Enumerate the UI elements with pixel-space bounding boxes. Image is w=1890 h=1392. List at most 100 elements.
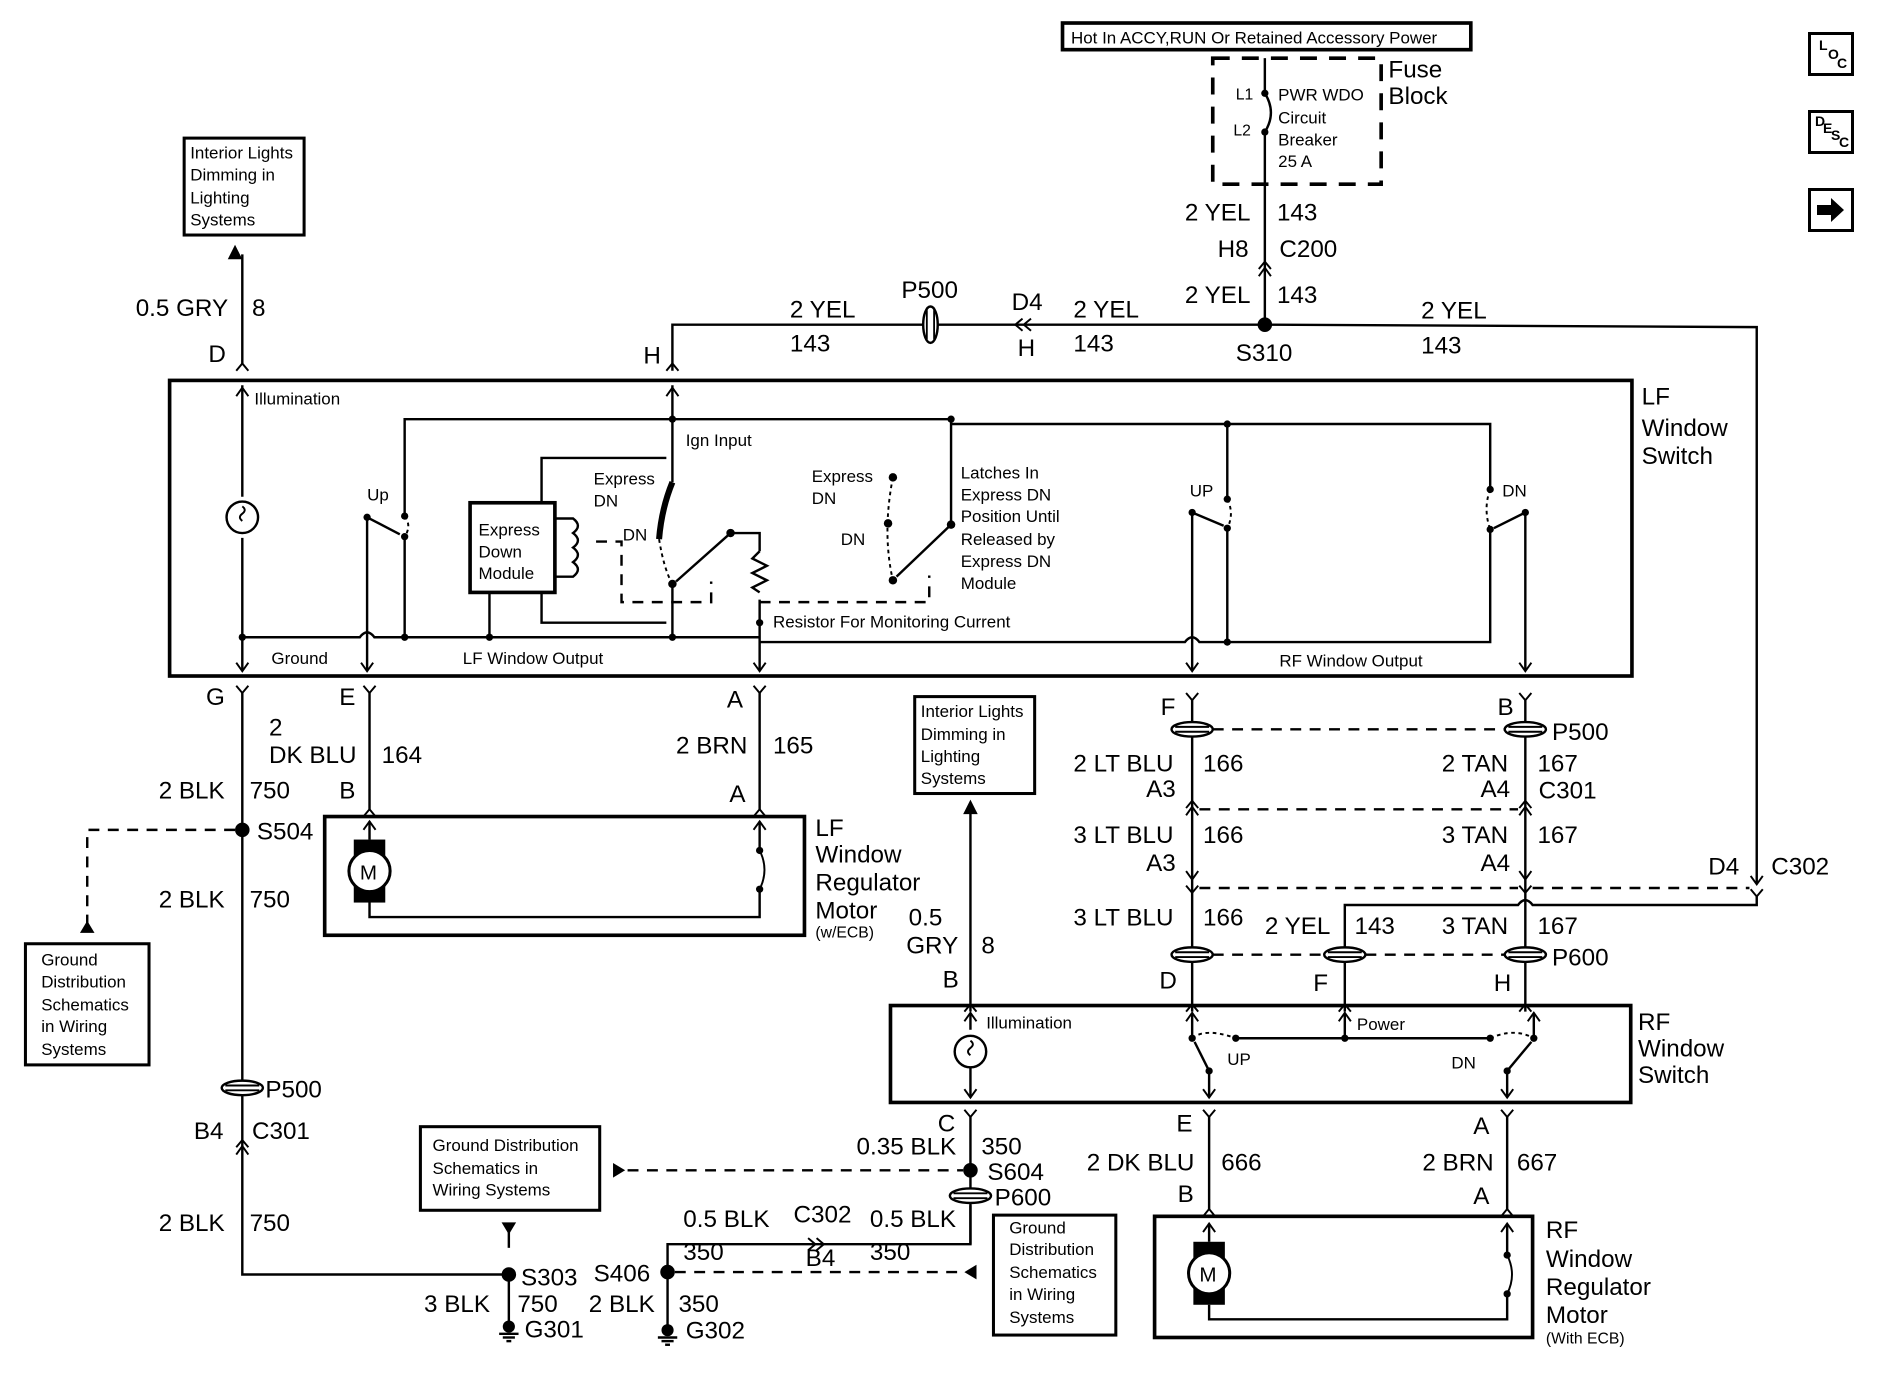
rf-f-pin1: A3 <box>1146 776 1176 803</box>
lf-gnd-circuit-low: 750 <box>250 1210 290 1237</box>
rf-motor-icon <box>1187 1251 1232 1296</box>
rf-pin-a: A <box>1473 1113 1490 1140</box>
bus-mid-wire: 2 YEL <box>1073 296 1139 323</box>
lf-a-pin-bottom: A <box>729 781 746 808</box>
splice-s406 <box>660 1264 675 1280</box>
s303-circuit: 750 <box>517 1291 557 1318</box>
bus-right-wire: 2 YEL <box>1421 298 1487 325</box>
rf-power-label: Power <box>1357 1015 1405 1034</box>
breaker-label-3: Breaker <box>1278 130 1338 149</box>
lf-a-wire: 2 BRN <box>676 733 747 760</box>
rf-f-circuit-3: 166 <box>1203 905 1243 932</box>
rf-motor-subtitle: (With ECB) <box>1546 1331 1625 1348</box>
rf-dn-switch-label: DN <box>1451 1054 1476 1073</box>
latch-note-5: Express DN <box>961 552 1051 571</box>
breaker-pin-l1: L1 <box>1236 86 1254 103</box>
feed-connector: C200 <box>1279 236 1337 263</box>
rf-b-circuit-1: 167 <box>1537 751 1577 778</box>
gnd-ref-left-3: Schematics <box>41 995 129 1014</box>
ref-mid-1: Interior Lights <box>921 702 1024 721</box>
rf-harness: P500 2 LT BLU A3 166 2 TAN A4 167 C301 3… <box>1073 700 1829 1013</box>
ground-ref-right[interactable]: Ground Distribution Schematics in Wiring… <box>991 1213 1118 1337</box>
bus-left-pin: H <box>643 342 661 369</box>
fuse-block-label-2: Block <box>1388 83 1448 110</box>
jumper-right-circuit: 350 <box>870 1239 910 1266</box>
lf-switch-title-2: Window <box>1642 415 1729 442</box>
rf-inline-top: P500 <box>1552 719 1609 746</box>
bus-left-circuit: 143 <box>790 330 830 357</box>
rf-f-circuit-1: 166 <box>1203 751 1243 778</box>
ref-mid-wire-color: GRY <box>906 932 958 959</box>
ground-ref-left[interactable]: Ground Distribution Schematics in Wiring… <box>23 942 151 1067</box>
ground-points: S303 3 BLK 750 G301 S406 2 BLK 350 G302 <box>424 1261 745 1346</box>
dn-label-1: DN <box>623 525 648 544</box>
rf-lamp-icon <box>953 1034 988 1069</box>
breaker-label-1: PWR WDO <box>1278 86 1364 105</box>
next-page-button[interactable] <box>1808 188 1854 232</box>
bus-mid-pin-top: D4 <box>1012 289 1043 316</box>
rf-b-pin1: A4 <box>1481 776 1511 803</box>
rf-f-wire3: 3 LT BLU <box>1073 905 1173 932</box>
rf-motor-title-1: RF <box>1546 1217 1578 1244</box>
loc-button[interactable]: L O C <box>1808 32 1854 76</box>
rf-b-wire2: 3 TAN <box>1442 822 1508 849</box>
gnd-ref-left-2: Distribution <box>41 972 126 991</box>
splice-s310-label: S310 <box>1236 340 1293 367</box>
lf-e-pin-bottom: B <box>339 777 355 804</box>
gnd-ref-right-5: Systems <box>1009 1308 1074 1327</box>
lf-motor-title-3: Regulator <box>815 869 920 896</box>
module-label-1: Express <box>479 520 540 539</box>
ground-ref-mid[interactable]: Ground Distribution Schematics in Wiring… <box>418 1125 602 1212</box>
lf-switch-title-3: Switch <box>1642 443 1713 470</box>
lf-window-switch: LF Window Switch Illumination Ground LF … <box>167 378 1729 678</box>
illum-circuit: 8 <box>252 295 265 322</box>
latch-note-4: Released by <box>961 530 1056 549</box>
ref-text-1: Interior Lights <box>190 144 293 163</box>
interior-lights-ref-top[interactable]: Interior Lights Dimming in Lighting Syst… <box>182 136 306 237</box>
splice-s504 <box>235 822 250 838</box>
lf-switch-title-1: LF <box>1642 384 1670 411</box>
ref-mid-2: Dimming in <box>921 725 1006 744</box>
lf-gnd-wire-top: 2 BLK <box>159 777 225 804</box>
lf-ecb-icon <box>758 850 766 890</box>
rf-switch-title-3: Switch <box>1638 1062 1709 1089</box>
lf-illumination-label: Illumination <box>254 390 340 409</box>
ref-mid-pin: B <box>943 966 959 993</box>
rf-a-pin-bottom: A <box>1473 1183 1490 1210</box>
ground-g301-icon <box>497 1319 520 1343</box>
rf-inline-bottom: P600 <box>1552 945 1609 972</box>
rf-up-label: UP <box>1190 482 1214 501</box>
rf-a-wire: 2 BRN <box>1422 1149 1493 1176</box>
gnd-ref-right-2: Distribution <box>1009 1240 1094 1259</box>
lf-gnd-wire-low: 2 BLK <box>159 1210 225 1237</box>
pin-b: B <box>1497 694 1513 721</box>
desc-letter-d: D <box>1815 113 1826 129</box>
lf-ground-chain: 2 BLK 750 S504 2 BLK 750 P500 B4 C301 2 … <box>79 692 509 1276</box>
lf-motor-symbol: M <box>360 862 377 885</box>
rf-connector-mid: C301 <box>1539 777 1597 804</box>
gnd-ref-left-5: Systems <box>41 1040 106 1059</box>
rf-f-wire2: 3 LT BLU <box>1073 822 1173 849</box>
latch-note-1: Latches In <box>961 464 1039 483</box>
lf-motor-title-2: Window <box>815 842 902 869</box>
rf-e-pin-bottom: B <box>1178 1181 1194 1208</box>
ref-text-4: Systems <box>190 210 255 229</box>
ref-text-3: Lighting <box>190 189 249 208</box>
rf-power-pin: F <box>1313 970 1328 997</box>
desc-button[interactable]: D E S C <box>1808 110 1854 154</box>
rf-motor-symbol: M <box>1199 1264 1216 1287</box>
jumper-pin: B4 <box>806 1245 836 1272</box>
lf-gnd-connector: C301 <box>252 1118 310 1145</box>
ref-mid-3: Lighting <box>921 747 980 766</box>
g301-label: G301 <box>525 1316 584 1343</box>
ign-input-label: Ign Input <box>686 431 752 450</box>
pin-f: F <box>1161 694 1176 721</box>
bus-right-circuit: 143 <box>1421 333 1461 360</box>
rf-ecb-icon <box>1506 1254 1513 1295</box>
interior-lights-ref-mid[interactable]: Interior Lights Dimming in Lighting Syst… <box>913 695 1037 796</box>
ref-mid-4: Systems <box>921 769 986 788</box>
g302-label: G302 <box>686 1318 745 1345</box>
resistor-icon <box>749 550 770 594</box>
lf-motor-title-1: LF <box>815 815 843 842</box>
lamp-icon <box>225 500 260 535</box>
